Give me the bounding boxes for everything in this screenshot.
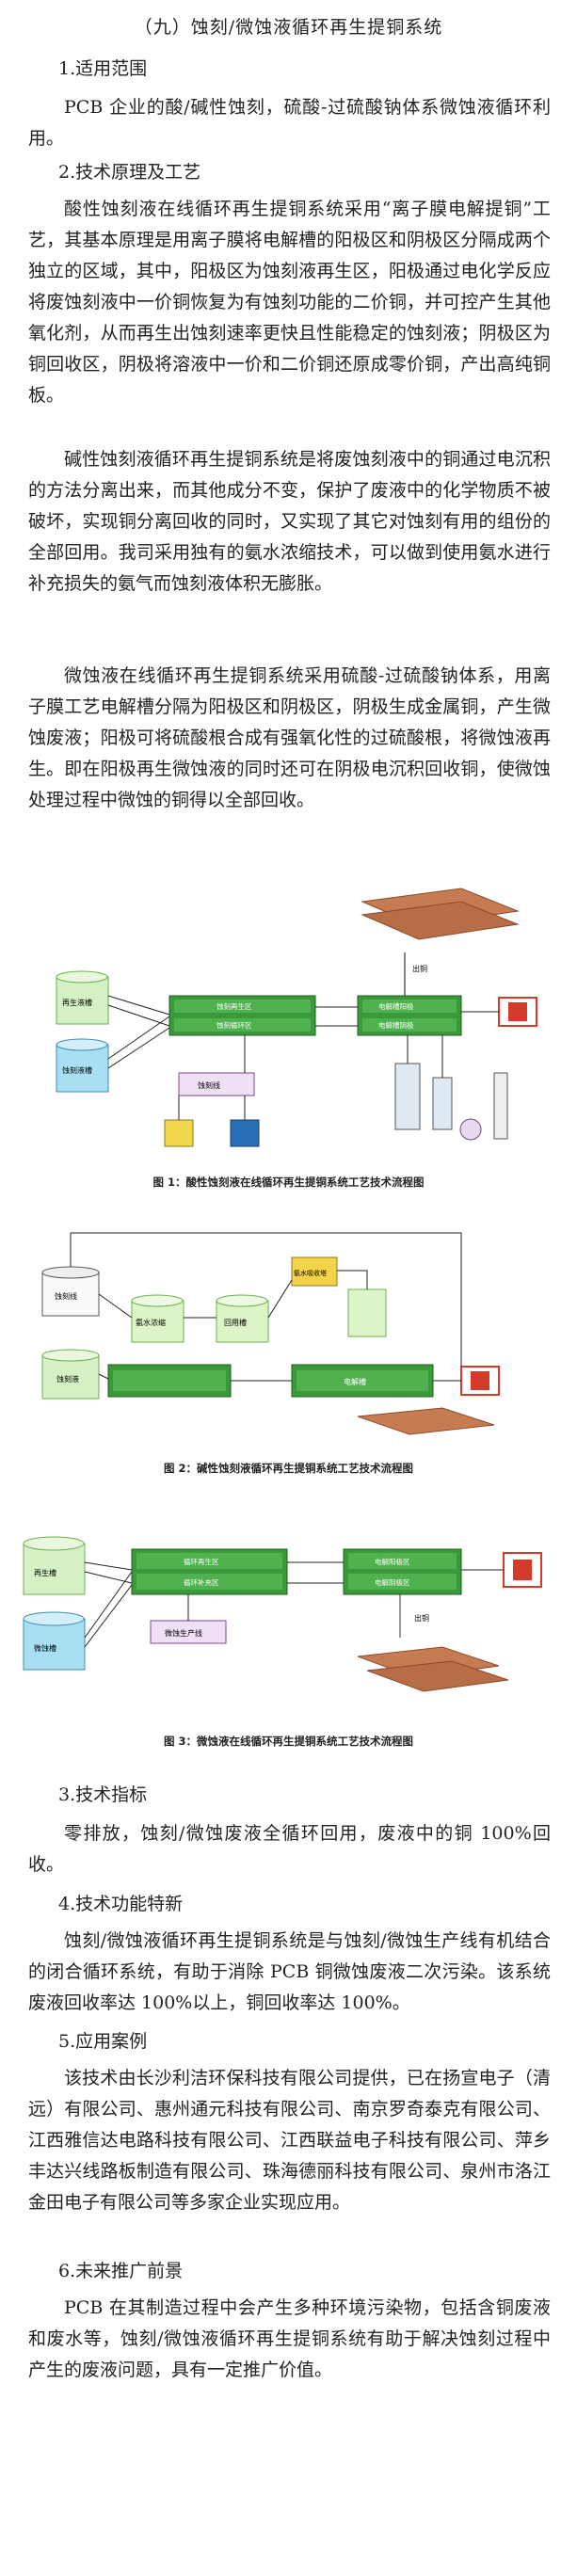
cell-label-2: 电解槽	[344, 1377, 366, 1386]
section-paragraph: 酸性蚀刻液在线循环再生提铜系统采用“离子膜电解提铜”工艺，其基本原理是用离子膜将…	[28, 199, 551, 406]
page-title: （九）蚀刻/微蚀液循环再生提铜系统	[134, 17, 443, 38]
absorber-box	[291, 1256, 338, 1287]
section-paragraph: 微蚀液在线循环再生提铜系统采用硫酸-过硫酸钠体系，用离子膜工艺电解槽分隔为阳极区…	[28, 665, 551, 810]
mid-top-label: 蚀刻再生区	[216, 1001, 252, 1011]
tank-etchant	[41, 1354, 100, 1400]
copper-plate-icon	[361, 888, 520, 940]
beaker-discharge	[230, 1119, 260, 1147]
section-heading-scope: 1.适用范围	[58, 58, 148, 79]
figure-alkaline-etch-flow: 蚀刻线 蚀刻液 氨水浓缩 回用槽 氨水吸收塔 电解槽	[19, 1224, 560, 1449]
copper-plate-icon	[357, 1407, 495, 1435]
micro-line-label: 微蚀生产线	[165, 1628, 202, 1638]
section-heading-cases: 5.应用案例	[58, 2031, 148, 2052]
section-paragraph: PCB 在其制造过程中会产生多种环境污染物，包括含铜废液和废水等，蚀刻/微蚀液循…	[28, 2297, 551, 2380]
etch-tank-label: 蚀刻液槽	[62, 1065, 92, 1075]
etch-line-label: 蚀刻线	[198, 1080, 220, 1090]
tank-ammonia-label: 氨水浓缩	[136, 1318, 166, 1327]
cell-top-label: 电解槽阳极	[378, 1001, 414, 1011]
mid-bot-3-label: 循环补充区	[184, 1577, 219, 1587]
tank-etch-line	[41, 1272, 100, 1317]
mid-bot-label: 蚀刻循环区	[216, 1020, 252, 1030]
flow-diagram-1: 出铜 再生液槽 蚀刻液槽 蚀刻再生区 蚀刻循环区 电解槽阳极 电解槽阴极	[56, 888, 537, 1147]
section-heading-principle: 2.技术原理及工艺	[58, 162, 201, 183]
tank-etchant-label: 蚀刻液	[56, 1374, 79, 1384]
beaker-add	[164, 1119, 194, 1147]
section-paragraph: 该技术由长沙利洁环保科技有限公司提供，已在扬宣电子（清远）有限公司、惠州通元科技…	[28, 2068, 551, 2213]
section-heading-prospects: 6.未来推广前景	[58, 2261, 184, 2281]
out-label-3: 出铜	[414, 1613, 429, 1623]
micro-line-box	[150, 1620, 227, 1644]
etch-line-box	[178, 1072, 255, 1096]
mid-top-3-label: 循环再生区	[184, 1557, 219, 1566]
section-heading-features: 4.技术功能特新	[58, 1894, 184, 1914]
flow-diagram-2: 蚀刻线 蚀刻液 氨水浓缩 回用槽 氨水吸收塔 电解槽	[41, 1232, 500, 1435]
cell-bot-3-label: 电解阴极区	[375, 1577, 410, 1587]
figure-acid-etch-flow: 出铜 再生液槽 蚀刻液槽 蚀刻再生区 蚀刻循环区 电解槽阳极 电解槽阴极	[19, 885, 560, 1167]
tank-ammonia	[131, 1300, 184, 1343]
section-paragraph: 零排放，蚀刻/微蚀废液全循环回用，废液中的铜 100%回收。	[28, 1823, 551, 1875]
figure-micro-etch-flow: 再生槽 微蚀槽 循环再生区 循环补充区 电解阳极区 电解阴极区 微蚀生产线 出铜	[19, 1515, 560, 1732]
etch-tank	[56, 1044, 109, 1093]
out-label: 出铜	[412, 964, 427, 973]
flow-diagram-3: 再生槽 微蚀槽 循环再生区 循环补充区 电解阳极区 电解阴极区 微蚀生产线 出铜	[23, 1536, 542, 1692]
section-paragraph: 碱性蚀刻液循环再生提铜系统是将废蚀刻液中的铜通过电沉积的方法分离出来，而其他成分…	[28, 449, 551, 594]
figure-caption-1: 图 1：酸性蚀刻液在线循环再生提铜系统工艺技术流程图	[152, 1176, 425, 1189]
tank-reuse-label: 回用槽	[224, 1318, 247, 1327]
figure-caption-3: 图 3：微蚀液在线循环再生提铜系统工艺技术流程图	[163, 1735, 413, 1748]
cell-top-3-label: 电解阳极区	[375, 1557, 410, 1566]
section-heading-indicators: 3.技术指标	[58, 1784, 148, 1805]
tank-small	[347, 1288, 387, 1337]
tank-micro-3-label: 微蚀槽	[34, 1643, 56, 1653]
tank-etch-line-label: 蚀刻线	[55, 1291, 77, 1301]
figure-caption-2: 图 2：碱性蚀刻液循环再生提铜系统工艺技术流程图	[163, 1462, 413, 1475]
tank-regen-3-label: 再生槽	[34, 1568, 56, 1577]
column-unit	[394, 1063, 421, 1130]
regen-tank-label: 再生液槽	[62, 998, 92, 1007]
absorber-label: 氨水吸收塔	[294, 1269, 327, 1277]
cell-bot-label: 电解槽阴极	[378, 1020, 414, 1030]
section-paragraph: PCB 企业的酸/碱性蚀刻，硫酸-过硫酸钠体系微蚀液循环利用。	[28, 97, 551, 149]
copper-plate-icon	[357, 1646, 509, 1692]
tank-regen-3	[23, 1543, 86, 1595]
section-paragraph: 蚀刻/微蚀液循环再生提铜系统是与蚀刻/微蚀生产线有机结合的闭合循环系统，有助于消…	[28, 1930, 551, 2013]
tank-reuse	[216, 1300, 269, 1343]
